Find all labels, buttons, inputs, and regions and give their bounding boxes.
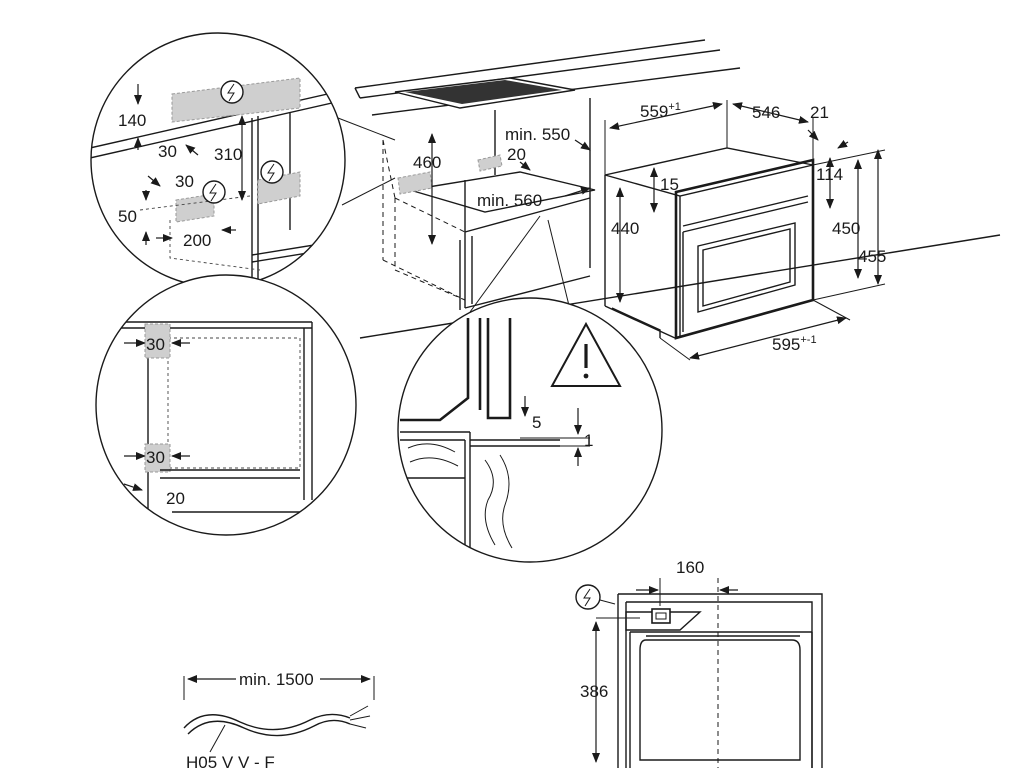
dim-1: 1	[584, 431, 593, 450]
electric-connection-icon	[220, 80, 244, 104]
dim-460: 460	[413, 153, 441, 172]
front-view: 160 386	[575, 558, 823, 768]
electric-connection-icon	[260, 160, 284, 184]
electric-connection-icon	[575, 584, 616, 610]
dim-160: 160	[676, 558, 704, 577]
dim-min-1500: min. 1500	[239, 670, 314, 689]
cable-detail: min. 1500 H05 V V - F	[183, 670, 375, 768]
detail-circle-side: 30 30 20	[95, 274, 357, 536]
dim-50: 50	[118, 207, 137, 226]
dim-310: 310	[214, 145, 242, 164]
detail-circle-top: 140 30 310 30 50 200	[90, 32, 346, 288]
cable-type-label: H05 V V - F	[186, 753, 275, 768]
dim-440: 440	[611, 219, 639, 238]
dim-30a: 30	[158, 142, 177, 161]
dim-min-550: min. 550	[505, 125, 570, 144]
electric-connection-icon	[202, 180, 226, 204]
dim-559: 559+1	[640, 101, 681, 121]
dim-20a: 20	[507, 145, 526, 164]
dim-200: 200	[183, 231, 211, 250]
dim-114: 114	[816, 165, 843, 184]
dim-20b: 20	[166, 489, 185, 508]
dim-140: 140	[118, 111, 146, 130]
dim-21: 21	[810, 103, 829, 122]
dim-455: 455	[858, 247, 886, 266]
dim-546: 546	[752, 103, 780, 122]
dim-30b: 30	[175, 172, 194, 191]
dim-5: 5	[532, 413, 541, 432]
oven: 559+1 546 21 15 440 114 450 455 595+-1	[604, 100, 886, 361]
dim-30c: 30	[146, 335, 165, 354]
dim-min-560: min. 560	[477, 191, 542, 210]
dim-30d: 30	[146, 448, 165, 467]
dim-450: 450	[832, 219, 860, 238]
dim-386: 386	[580, 682, 608, 701]
detail-circle-base: 5 1	[397, 297, 663, 563]
dim-15: 15	[660, 175, 679, 194]
dim-595: 595+-1	[772, 334, 817, 354]
warning-triangle-icon	[550, 321, 622, 387]
